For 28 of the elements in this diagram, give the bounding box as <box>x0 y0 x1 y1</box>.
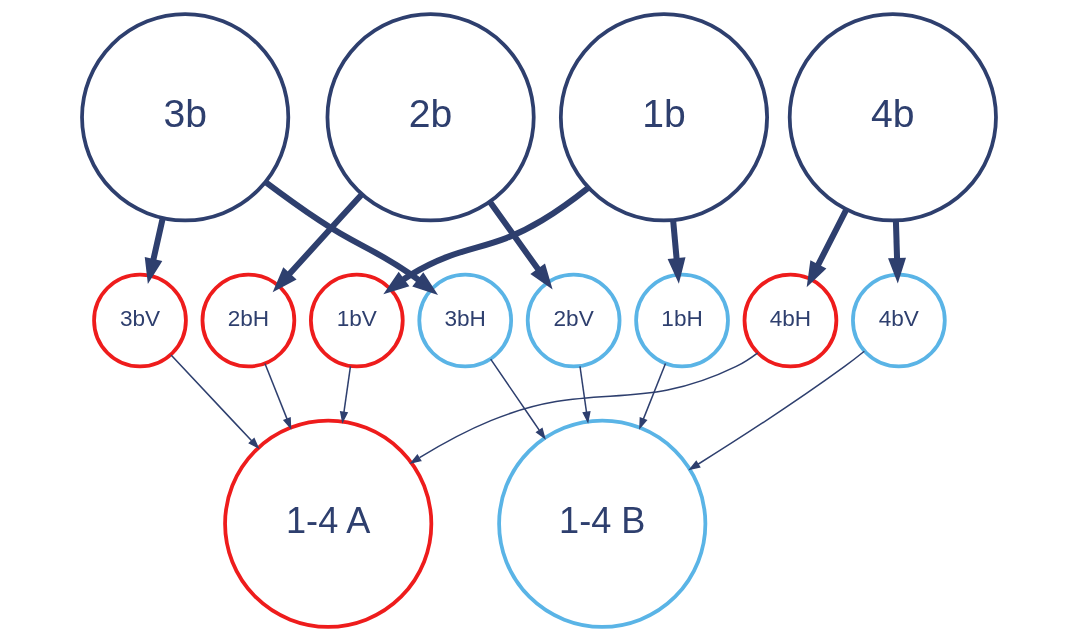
node-circle: 2b <box>325 12 536 223</box>
node-circle: 3bH <box>416 272 513 369</box>
node-circle: 1bH <box>633 272 730 369</box>
arrow <box>263 179 438 296</box>
arrow <box>887 220 906 284</box>
arrow <box>578 365 591 424</box>
arrow <box>339 365 351 424</box>
arrow <box>638 362 666 430</box>
node-circle: 4bH <box>742 272 838 369</box>
node-circle: 2bV <box>525 272 621 369</box>
arrow <box>806 208 849 288</box>
node-circle: 4b <box>787 12 998 223</box>
node-circle: 3bV <box>91 272 188 369</box>
node-circle: 4bV <box>850 272 947 369</box>
arrow <box>667 219 685 284</box>
arrow <box>263 362 291 430</box>
arrow <box>144 217 166 285</box>
node-circle: 2bH <box>200 272 296 369</box>
arrow <box>272 192 364 293</box>
arrow <box>382 185 590 295</box>
arrow <box>408 352 758 464</box>
node-circle: 1bV <box>308 272 405 369</box>
node-circle: 1b <box>558 12 769 223</box>
arrow <box>489 358 546 440</box>
arrow <box>687 350 865 471</box>
node-circle: 3b <box>79 12 290 223</box>
arrow <box>487 200 553 290</box>
arrow <box>169 354 260 450</box>
